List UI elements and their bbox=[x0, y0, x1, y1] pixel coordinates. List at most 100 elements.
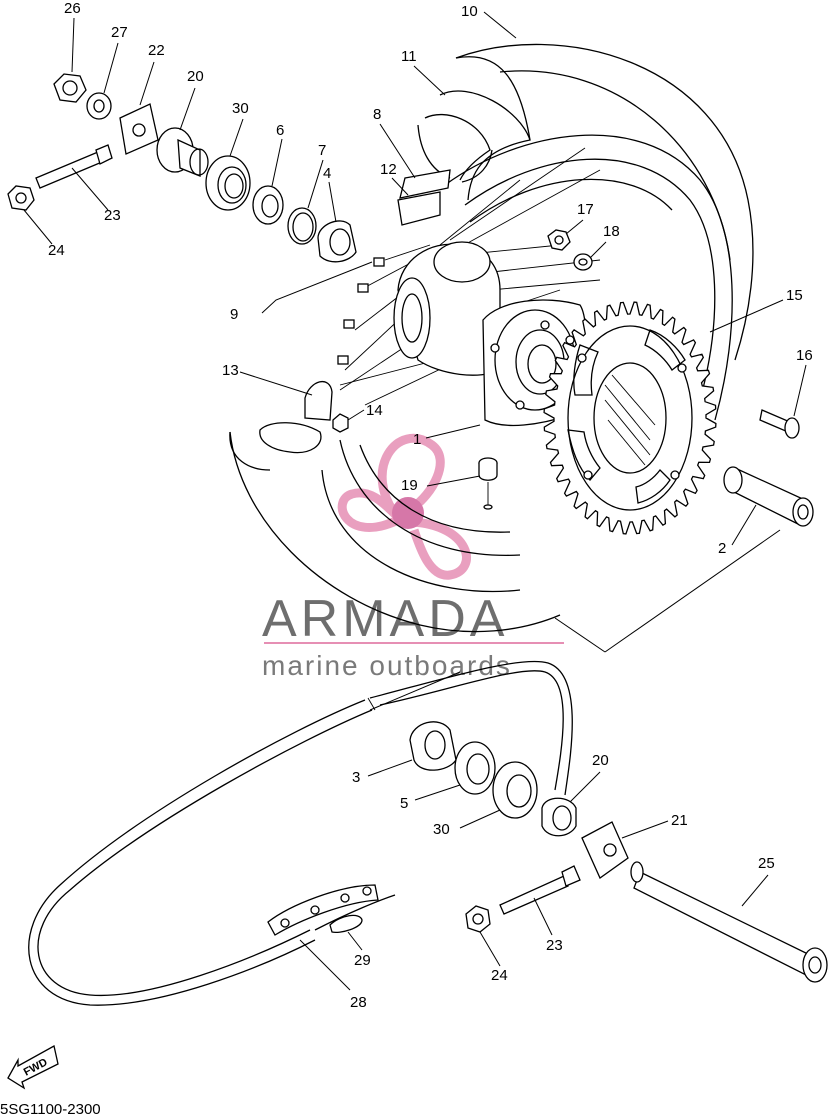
sprocket-nut bbox=[547, 229, 571, 251]
leader-line-23 bbox=[71, 167, 109, 211]
callout-labels: 1234567891011121314151617181920202122232… bbox=[48, 0, 813, 1011]
nut-24-bottom bbox=[465, 905, 491, 933]
rim-lock bbox=[397, 169, 451, 226]
leader-line-12 bbox=[391, 177, 409, 196]
watermark-subtitle: marine outboards bbox=[262, 650, 512, 681]
leader-line-17 bbox=[565, 219, 584, 235]
callout-19: 19 bbox=[401, 477, 418, 494]
leader-line-24 bbox=[479, 931, 501, 967]
callout-18: 18 bbox=[603, 223, 620, 240]
rim-lock-13 bbox=[259, 381, 333, 454]
axle-25 bbox=[630, 861, 828, 983]
leader-line-19 bbox=[426, 475, 481, 487]
callout-1: 1 bbox=[413, 431, 421, 448]
callout-29: 29 bbox=[354, 952, 371, 969]
collar-20 bbox=[156, 127, 209, 177]
callout-16: 16 bbox=[796, 347, 813, 364]
callout-21: 21 bbox=[671, 812, 688, 829]
chain-joint-29 bbox=[267, 884, 379, 936]
leader-line-27 bbox=[103, 42, 119, 94]
callout-11: 11 bbox=[401, 48, 417, 65]
propeller-logo-icon bbox=[337, 434, 471, 580]
leader-line-24 bbox=[23, 209, 53, 245]
oil-seal-30-top bbox=[205, 155, 251, 211]
bearing-6 bbox=[252, 185, 284, 225]
spoke-nipples bbox=[337, 257, 385, 365]
callout-12: 12 bbox=[380, 161, 397, 178]
leader-line-6 bbox=[271, 138, 283, 187]
callout-25: 25 bbox=[758, 855, 775, 872]
leader-line-9 bbox=[261, 261, 373, 314]
leader-line-30 bbox=[459, 809, 501, 829]
leader-line-14 bbox=[347, 409, 365, 421]
callout-23: 23 bbox=[104, 207, 121, 224]
washer-27 bbox=[86, 92, 112, 120]
leader-line-18 bbox=[589, 241, 607, 259]
leader-line-10 bbox=[483, 11, 517, 39]
leader-line-4 bbox=[328, 181, 337, 223]
callout-17: 17 bbox=[577, 201, 594, 218]
leader-line-23 bbox=[533, 897, 553, 936]
leader-line-28 bbox=[299, 939, 351, 991]
leader-line-21 bbox=[621, 820, 669, 839]
callout-24: 24 bbox=[48, 242, 65, 259]
callout-24: 24 bbox=[491, 967, 508, 984]
callout-22: 22 bbox=[148, 42, 165, 59]
leader-line-15 bbox=[709, 299, 784, 333]
bearing-3 bbox=[409, 721, 457, 771]
callout-20: 20 bbox=[187, 68, 204, 85]
callout-6: 6 bbox=[276, 122, 284, 139]
circlip-7 bbox=[287, 207, 317, 245]
drive-chain bbox=[28, 660, 573, 1006]
leader-line-1 bbox=[425, 424, 481, 439]
assembly-bracket bbox=[369, 529, 781, 711]
leader-line-20 bbox=[179, 87, 196, 131]
collar-20-bottom bbox=[541, 797, 577, 837]
callout-10: 10 bbox=[461, 3, 478, 20]
nut-24-top bbox=[7, 185, 35, 211]
leader-line-16 bbox=[793, 364, 807, 417]
callout-23: 23 bbox=[546, 937, 563, 954]
collar bbox=[723, 466, 814, 527]
leader-line-22 bbox=[139, 61, 155, 106]
callout-30: 30 bbox=[433, 821, 450, 838]
callout-3: 3 bbox=[352, 769, 360, 786]
callout-13: 13 bbox=[222, 362, 239, 379]
callout-14: 14 bbox=[366, 402, 383, 419]
leader-line-11 bbox=[413, 65, 446, 96]
callout-15: 15 bbox=[786, 287, 803, 304]
sprocket-bolt bbox=[759, 409, 800, 439]
adjuster-block-22 bbox=[119, 103, 159, 155]
leader-line-8 bbox=[379, 123, 416, 179]
leader-line-30 bbox=[229, 118, 244, 157]
leader-line-5 bbox=[414, 784, 461, 801]
leader-line-3 bbox=[367, 759, 413, 777]
adjuster-block-21 bbox=[581, 821, 629, 879]
adjuster-bolt-23-top bbox=[35, 144, 113, 189]
valve-cap bbox=[478, 457, 498, 510]
spacer-5 bbox=[454, 741, 496, 795]
leader-line-7 bbox=[307, 159, 324, 209]
bearing-4 bbox=[317, 220, 357, 263]
rear-sprocket bbox=[543, 301, 717, 535]
drawing-code: 5SG1100-2300 bbox=[0, 1101, 101, 1118]
leader-line-26 bbox=[71, 17, 75, 73]
adjuster-bolt-23-bottom bbox=[499, 865, 581, 915]
callout-7: 7 bbox=[318, 142, 326, 159]
oil-seal-30-bottom bbox=[492, 761, 538, 819]
callout-9: 9 bbox=[230, 306, 238, 323]
sprocket-washer bbox=[573, 253, 593, 271]
callout-5: 5 bbox=[400, 795, 408, 812]
callout-26: 26 bbox=[64, 0, 81, 17]
callout-27: 27 bbox=[111, 24, 128, 41]
leader-line-20 bbox=[569, 771, 601, 803]
callout-28: 28 bbox=[350, 994, 367, 1011]
axle-nut-26 bbox=[53, 73, 87, 103]
leader-line-2 bbox=[731, 504, 757, 546]
leader-line-29 bbox=[347, 931, 363, 951]
callout-4: 4 bbox=[323, 165, 331, 182]
watermark-title: ARMADA bbox=[262, 590, 508, 648]
nut-14 bbox=[332, 413, 349, 433]
leader-line-13 bbox=[239, 371, 313, 396]
